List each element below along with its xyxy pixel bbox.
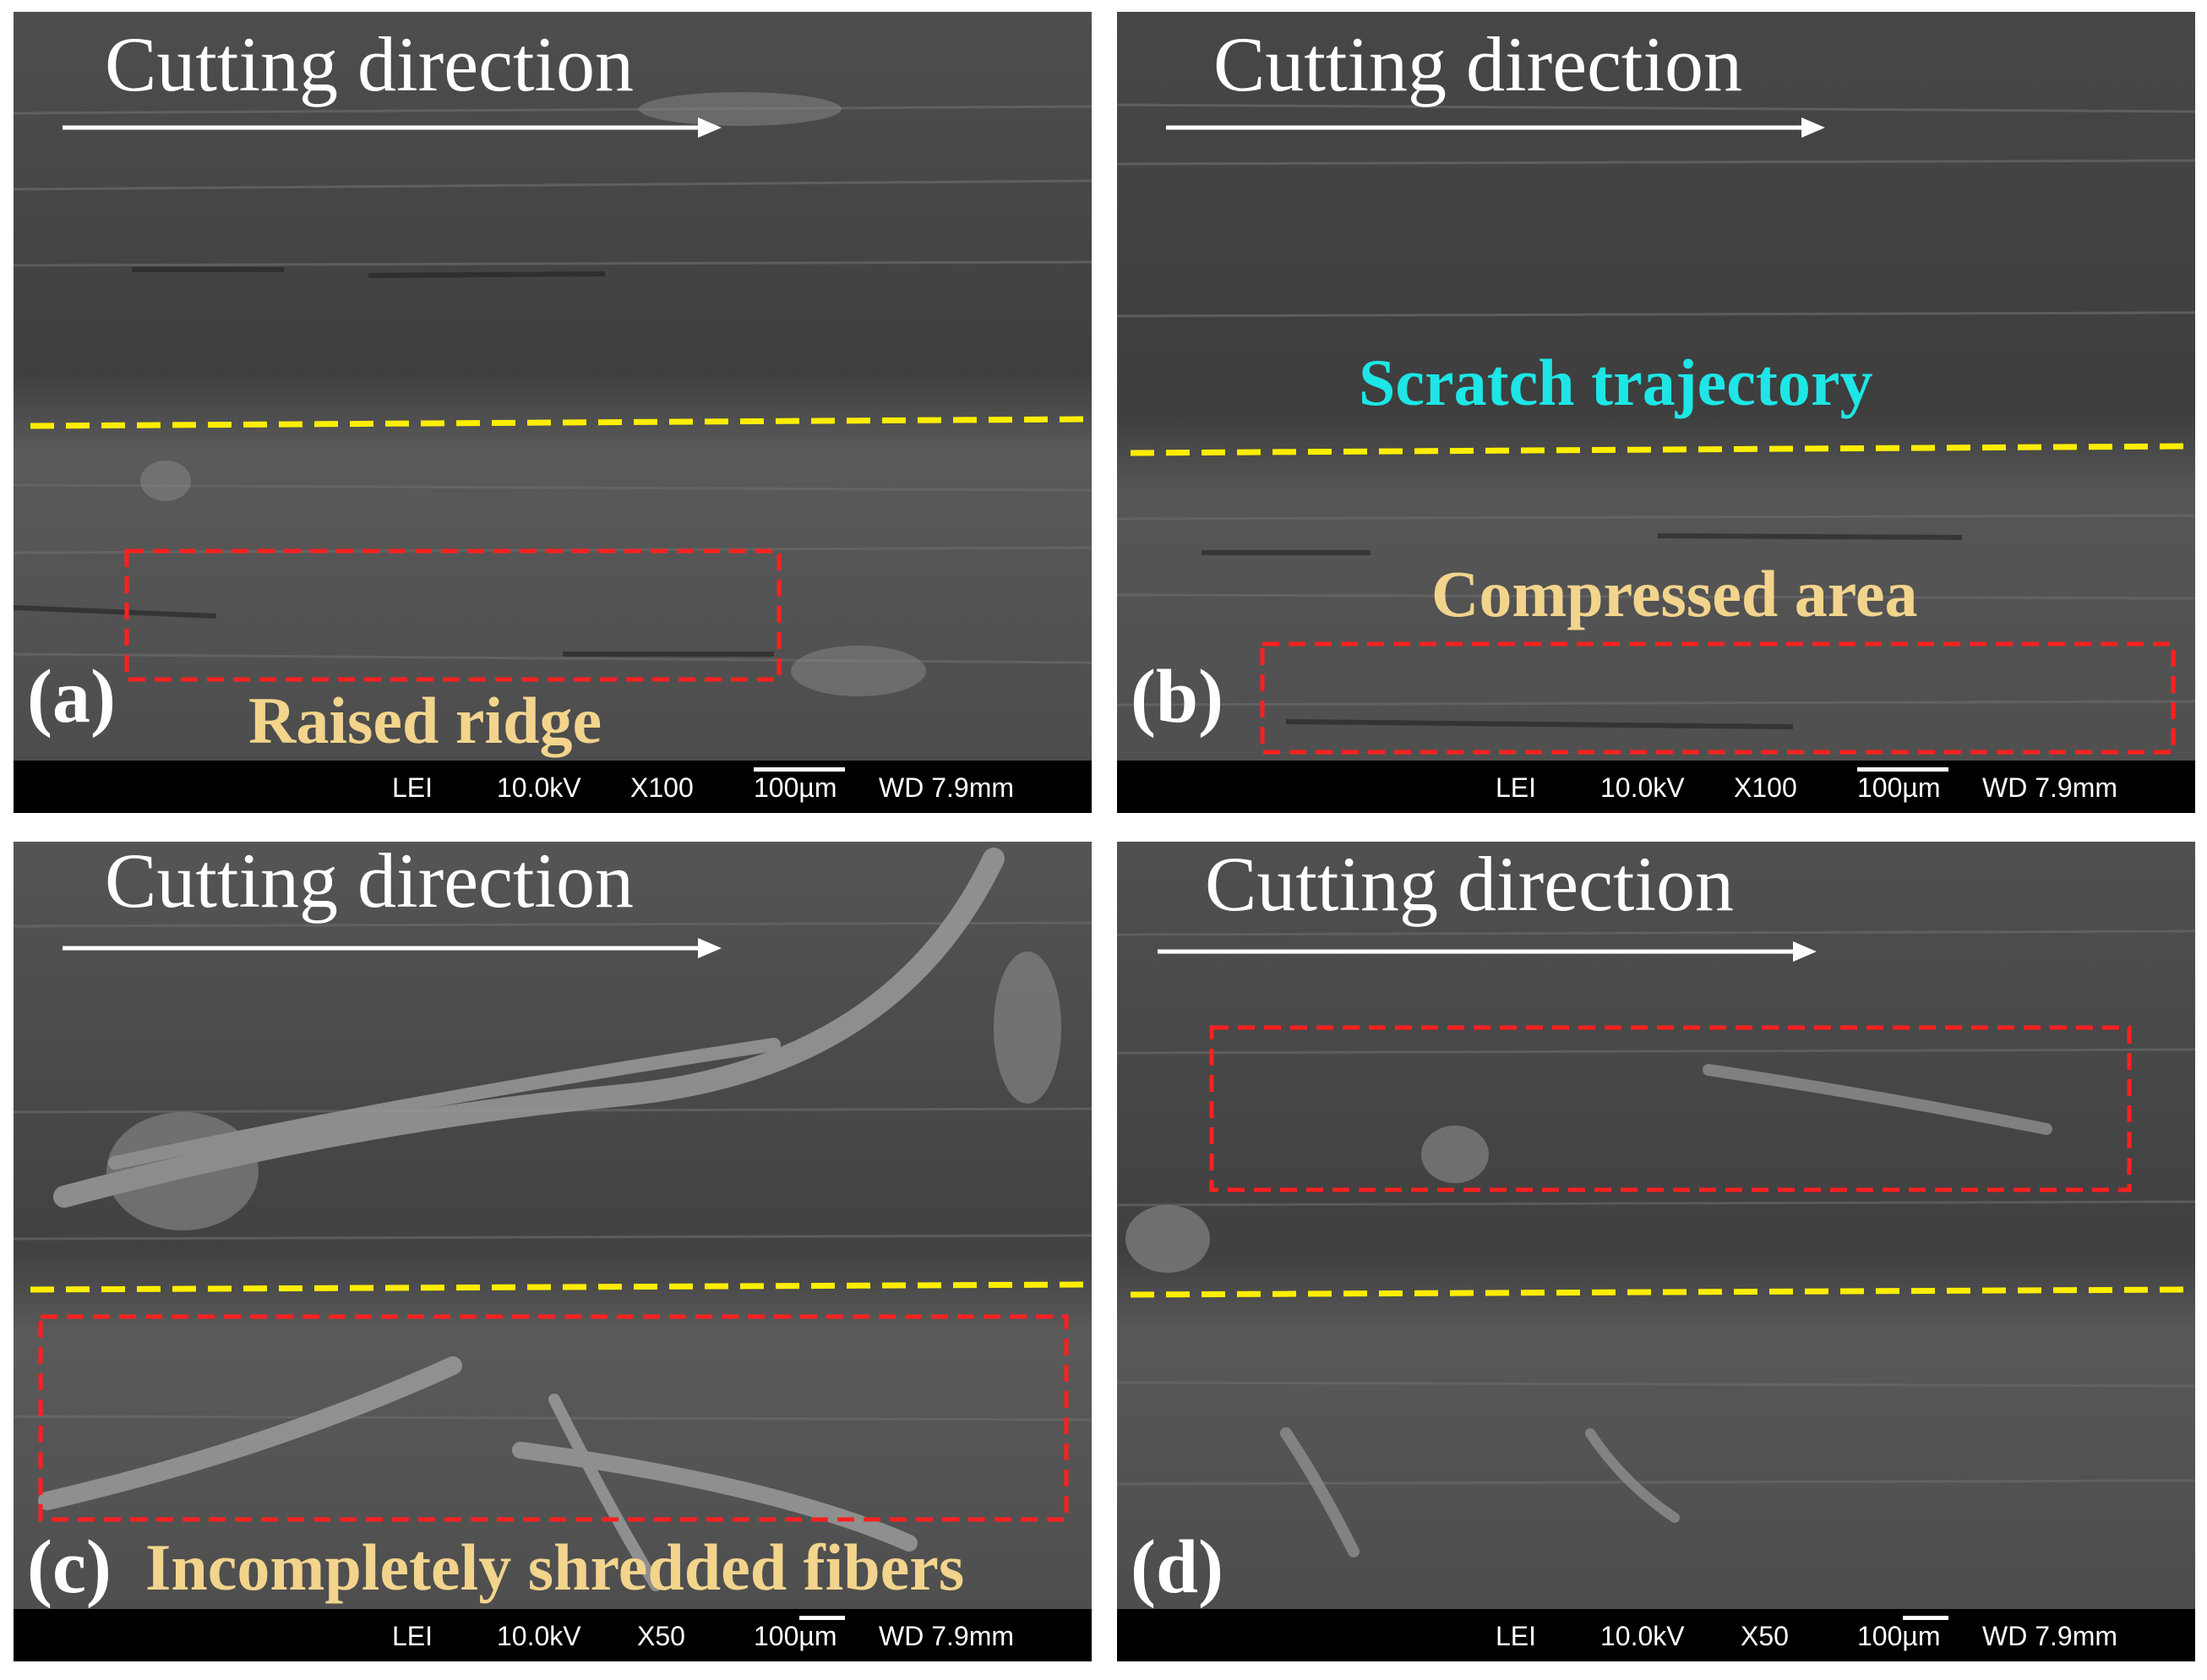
- info-scale: 100µm: [1857, 1621, 1941, 1651]
- overlay-d: [1130, 941, 2191, 1298]
- scale-bar: [799, 1616, 845, 1620]
- panel-title: Cutting direction: [105, 21, 635, 107]
- panel-label: (c): [27, 1525, 112, 1609]
- arrow-head-icon: [698, 938, 722, 958]
- sem-image-c: [14, 842, 1092, 1661]
- info-mode: LEI: [392, 1621, 433, 1651]
- info-voltage: 10.0kV: [1600, 772, 1685, 803]
- info-wd: WD 7.9mm: [1982, 1621, 2117, 1651]
- info-scale: 100µm: [1857, 772, 1941, 803]
- red-dashed-box: [38, 1314, 1069, 1522]
- scale-bar: [1857, 767, 1948, 772]
- scale-bar: [1903, 1616, 1948, 1620]
- overlay-a: [30, 117, 1087, 682]
- panel-label: (d): [1131, 1525, 1223, 1609]
- scale-bar: [754, 767, 845, 772]
- sem-image-d: [1117, 842, 2195, 1661]
- yellow-dashed-line: [30, 416, 1087, 429]
- info-scale: 100µm: [754, 1621, 837, 1651]
- annotation-compressed-area: Compressed area: [1431, 557, 1918, 630]
- overlay-b: [1130, 117, 2191, 755]
- sem-info-bar: LEI 10.0kV X50 100µm WD 7.9mm: [14, 1609, 1092, 1661]
- info-voltage: 10.0kV: [497, 1621, 581, 1651]
- info-scale: 100µm: [754, 772, 837, 803]
- panel-d: Cutting direction (d) LEI 10.0kV X50 100…: [1117, 842, 2195, 1661]
- yellow-dashed-line: [30, 1281, 1087, 1293]
- annotation-incompletely-shredded-fibers: Incompletely shredded fibers: [145, 1530, 965, 1604]
- panel-b: Cutting direction Scratch trajectory Com…: [1117, 12, 2195, 813]
- sem-image-b: [1117, 12, 2195, 813]
- info-mode: LEI: [1496, 772, 1537, 803]
- info-mode: LEI: [1496, 1621, 1537, 1651]
- panel-title: Cutting direction: [1213, 21, 1743, 107]
- info-wd: WD 7.9mm: [1982, 772, 2117, 803]
- annotation-scratch-trajectory: Scratch trajectory: [1359, 346, 1873, 419]
- info-wd: WD 7.9mm: [879, 1621, 1014, 1651]
- arrow-head-icon: [1801, 117, 1825, 138]
- panel-title: Cutting direction: [105, 842, 635, 924]
- panel-a: Cutting direction (a) Raised ridge LEI 1…: [14, 12, 1092, 813]
- info-magnification: X50: [637, 1621, 685, 1651]
- red-dashed-box: [124, 548, 782, 682]
- sem-info-bar: LEI 10.0kV X100 100µm WD 7.9mm: [1117, 761, 2195, 813]
- info-voltage: 10.0kV: [497, 772, 581, 803]
- info-wd: WD 7.9mm: [879, 772, 1014, 803]
- arrow-head-icon: [1793, 941, 1817, 962]
- info-magnification: X100: [630, 772, 694, 803]
- info-magnification: X100: [1734, 772, 1797, 803]
- yellow-dashed-line: [1130, 1286, 2191, 1298]
- red-dashed-box: [1209, 1025, 2132, 1192]
- red-dashed-box: [1260, 641, 2176, 755]
- panel-c: Cutting direction (c) Incompletely shred…: [14, 842, 1092, 1661]
- panel-label: (a): [27, 655, 116, 739]
- info-magnification: X50: [1741, 1621, 1789, 1651]
- info-mode: LEI: [392, 772, 433, 803]
- panel-title: Cutting direction: [1205, 842, 1735, 927]
- annotation-raised-ridge: Raised ridge: [248, 684, 602, 757]
- arrow-head-icon: [698, 117, 722, 138]
- info-voltage: 10.0kV: [1600, 1621, 1685, 1651]
- panel-label: (b): [1131, 655, 1223, 739]
- sem-info-bar: LEI 10.0kV X100 100µm WD 7.9mm: [14, 761, 1092, 813]
- yellow-dashed-line: [1130, 443, 2191, 456]
- sem-info-bar: LEI 10.0kV X50 100µm WD 7.9mm: [1117, 1609, 2195, 1661]
- overlay-c: [30, 938, 1087, 1522]
